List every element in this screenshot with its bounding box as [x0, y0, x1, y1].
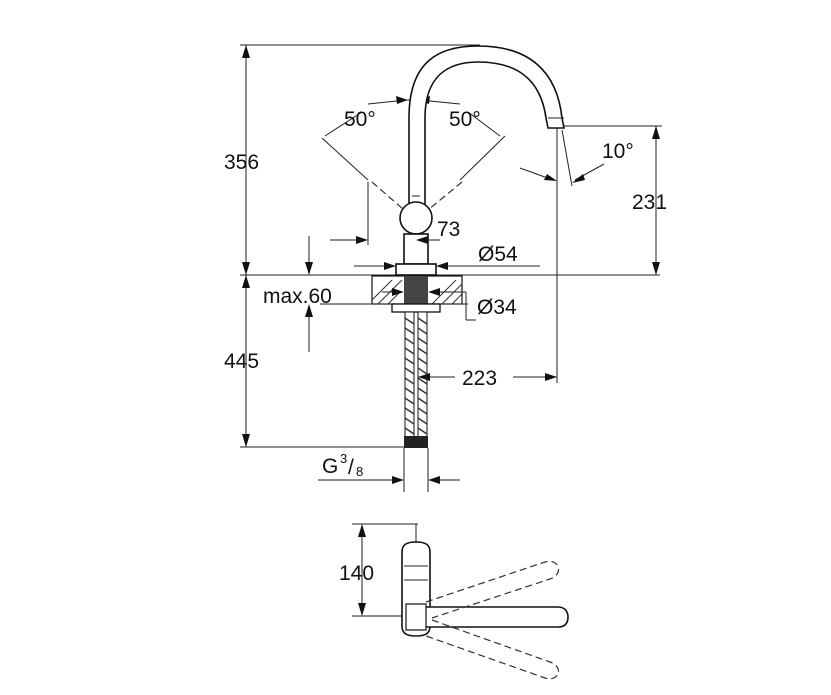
dim-thread-numerator: 3: [340, 451, 347, 466]
dim-54-label: Ø54: [478, 243, 518, 266]
dim-thread-prefix: G: [322, 455, 338, 478]
top-view: 140: [339, 523, 569, 680]
dim-356-label: 356: [224, 151, 259, 174]
dim-max60-label: max.60: [263, 285, 332, 308]
counter-section: [320, 275, 468, 313]
dimension-thread-connection: G 3 / 8: [318, 448, 460, 492]
dim-34-label: Ø34: [477, 296, 517, 319]
dimension-73: 73: [330, 182, 460, 245]
dim-50-left-label: 50°: [344, 108, 376, 131]
dim-231-label: 231: [632, 191, 667, 214]
dim-73-label: 73: [437, 218, 460, 241]
dimension-445: 445: [224, 275, 259, 447]
dimension-231: 231: [632, 126, 667, 275]
dim-10-label: 10°: [602, 140, 634, 163]
dim-thread-denominator: 8: [356, 464, 363, 479]
dimension-10-degree: 10°: [519, 129, 634, 187]
supply-hoses: [404, 311, 428, 448]
dimension-223: 223: [418, 367, 557, 390]
dimension-hole-diameter: Ø34: [382, 288, 517, 321]
dim-223-label: 223: [462, 367, 497, 390]
dimension-max-60: max.60: [263, 236, 332, 352]
extension-lines: [240, 44, 662, 448]
dim-thread-slash: /: [348, 456, 354, 479]
dimension-356: 356: [224, 45, 259, 275]
dim-50-right-label: 50°: [449, 108, 481, 131]
dim-140-label: 140: [339, 562, 374, 585]
faucet-body: [395, 45, 565, 276]
dimension-base-diameter: Ø54: [354, 243, 540, 270]
dim-445-label: 445: [224, 350, 259, 373]
